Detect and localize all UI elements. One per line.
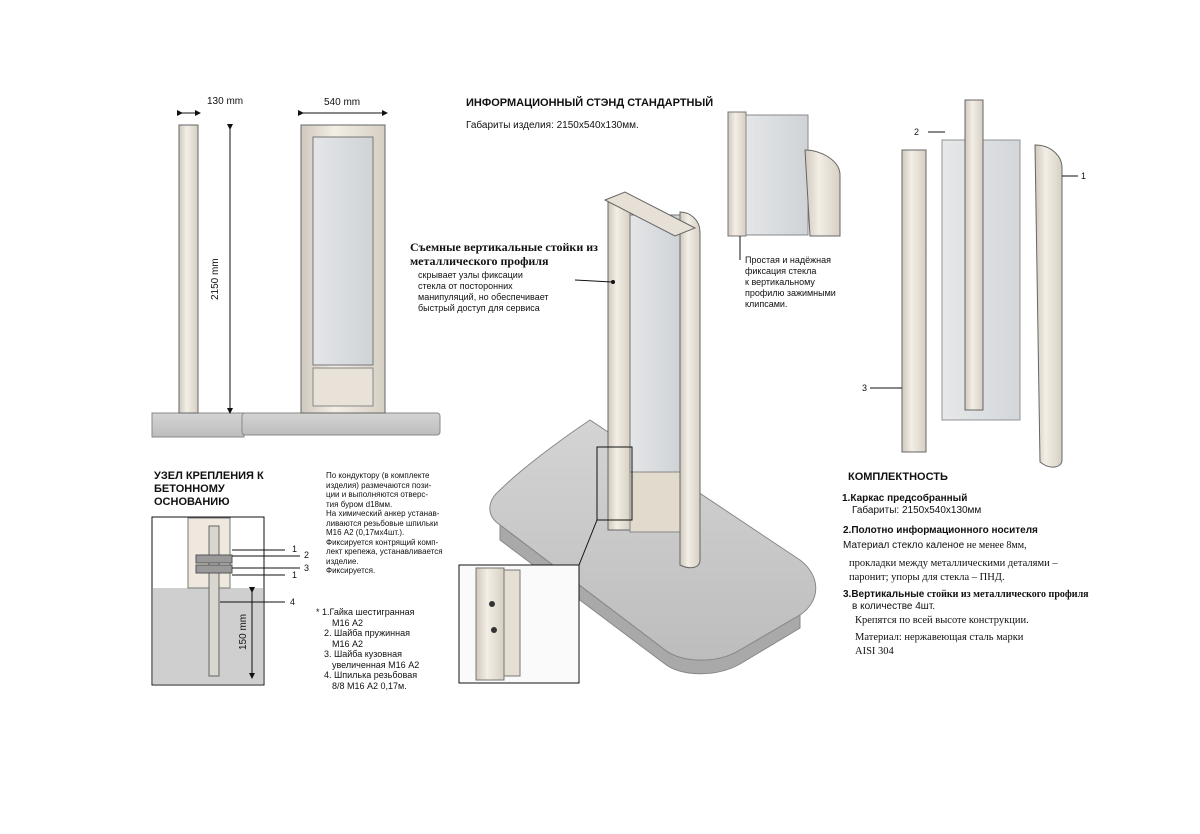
stand-3d xyxy=(489,191,817,675)
kit-item-1-title: 1.Каркас предсобранный xyxy=(842,493,968,504)
kit-item-3-title: 3.Вертикальные стойки из металлического … xyxy=(843,589,1089,600)
side-view xyxy=(151,110,245,438)
posts-heading: Съемные вертикальные стойки из металличе… xyxy=(410,240,598,268)
anchor-callout-1: 1 xyxy=(292,544,298,554)
anchor-depth-dimension: 150 mm xyxy=(238,613,249,650)
page-title: ИНФОРМАЦИОННЫЙ СТЭНД СТАНДАРТНЫЙ xyxy=(466,97,714,109)
glass-fixation-text: Простая и надёжная фиксация стекла к вер… xyxy=(745,255,836,309)
anchor-callout-4: 4 xyxy=(290,597,296,607)
kit-item-3-sub: в количестве 4шт. xyxy=(852,601,936,612)
kit-item-2-title: 2.Полотно информационного носителя xyxy=(843,525,1038,536)
anchor-description: По кондуктору (в комплекте изделия) разм… xyxy=(326,471,443,575)
kit-item-2-lines: прокладки между металлическими деталями … xyxy=(849,558,1058,583)
kit-heading: КОМПЛЕКТНОСТЬ xyxy=(848,471,948,483)
exploded-label-2: 2 xyxy=(914,127,920,137)
depth-dimension: 130 mm xyxy=(207,96,244,107)
exploded-label-1: 1 xyxy=(1081,171,1087,181)
anchor-callout-3: 3 xyxy=(304,563,310,573)
height-dimension: 2150 mm xyxy=(210,258,221,300)
front-view xyxy=(241,110,441,436)
exploded-label-3: 3 xyxy=(862,383,868,393)
exploded-view xyxy=(870,99,1078,468)
parts-list: * 1.Гайка шестигранная М16 А2 2. Шайба п… xyxy=(316,607,420,691)
anchor-callout-2: 2 xyxy=(304,550,310,560)
anchor-callout-1b: 1 xyxy=(292,570,298,580)
dimensions-note: Габариты изделия: 2150х540х130мм. xyxy=(466,120,639,131)
glass-clip-detail xyxy=(723,108,845,260)
anchor-section xyxy=(151,516,300,686)
detail-inset xyxy=(458,564,580,684)
width-dimension: 540 mm xyxy=(324,97,361,108)
kit-item-3-lines: Крепятся по всей высоте конструкции. Мат… xyxy=(855,615,1029,657)
kit-item-2-material: Материал стекло каленое не менее 8мм, xyxy=(843,540,1027,551)
kit-item-1-sub: Габариты: 2150х540х130мм xyxy=(852,505,982,516)
anchor-heading: УЗЕЛ КРЕПЛЕНИЯ К БЕТОННОМУ ОСНОВАНИЮ xyxy=(154,470,264,508)
posts-text: скрывает узлы фиксации стекла от посторо… xyxy=(418,270,549,313)
